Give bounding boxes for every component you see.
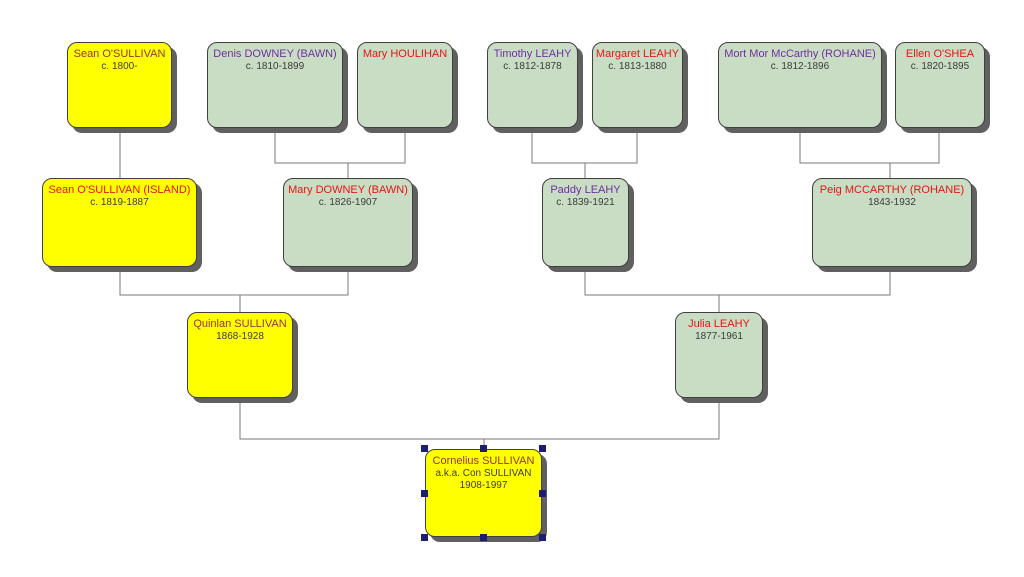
person-name: Ellen O'SHEA (905, 48, 975, 60)
person-name: Margaret LEAHY (595, 48, 680, 60)
person-box-paddy-leahy[interactable]: Paddy LEAHY c. 1839-1921 (542, 178, 629, 267)
selection-handle-top-left[interactable] (421, 445, 428, 452)
person-name: Denis DOWNEY (BAWN) (213, 48, 337, 60)
person-dates: c. 1812-1896 (770, 61, 830, 72)
person-box-mort-mor-mccarthy-rohane[interactable]: Mort Mor McCarthy (ROHANE) c. 1812-1896 (718, 42, 882, 128)
person-name: Sean O'SULLIVAN (73, 48, 166, 60)
person-box-mary-houlihan[interactable]: Mary HOULIHAN (357, 42, 453, 128)
person-name: Mort Mor McCarthy (ROHANE) (724, 48, 876, 60)
person-dates: c. 1839-1921 (556, 197, 615, 208)
person-name: Peig MCCARTHY (ROHANE) (819, 184, 965, 196)
person-name: Quinlan SULLIVAN (193, 318, 287, 330)
person-name: Sean O'SULLIVAN (ISLAND) (48, 184, 191, 196)
person-name: Mary HOULIHAN (362, 48, 448, 60)
person-name: Paddy LEAHY (550, 184, 621, 196)
person-dates: c. 1800- (101, 61, 138, 72)
selection-handle-top-right[interactable] (539, 445, 546, 452)
person-box-margaret-leahy[interactable]: Margaret LEAHY c. 1813-1880 (592, 42, 683, 128)
person-dates: c. 1820-1895 (910, 61, 970, 72)
person-dates: 1868-1928 (216, 331, 264, 342)
person-dates: 1843-1932 (868, 197, 916, 208)
person-dates: 1908-1997 (459, 480, 508, 491)
selection-handle-top-center[interactable] (480, 445, 487, 452)
person-dates: c. 1826-1907 (318, 197, 378, 208)
person-name: Julia LEAHY (688, 318, 750, 330)
person-box-julia-leahy[interactable]: Julia LEAHY 1877-1961 (675, 312, 763, 398)
person-box-sean-osullivan-island[interactable]: Sean O'SULLIVAN (ISLAND) c. 1819-1887 (42, 178, 197, 267)
person-dates: c. 1813-1880 (608, 61, 667, 72)
person-dates: 1877-1961 (695, 331, 743, 342)
selection-handle-middle-right[interactable] (539, 490, 546, 497)
person-box-peig-mccarthy-rohane[interactable]: Peig MCCARTHY (ROHANE) 1843-1932 (812, 178, 972, 267)
person-box-denis-downey-bawn[interactable]: Denis DOWNEY (BAWN) c. 1810-1899 (207, 42, 343, 128)
person-name: Timothy LEAHY (493, 48, 572, 60)
person-box-quinlan-sullivan[interactable]: Quinlan SULLIVAN 1868-1928 (187, 312, 293, 398)
person-dates: c. 1819-1887 (90, 197, 149, 208)
person-box-sean-osullivan[interactable]: Sean O'SULLIVAN c. 1800- (67, 42, 172, 128)
selection-handle-middle-left[interactable] (421, 490, 428, 497)
person-dates: c. 1810-1899 (245, 61, 305, 72)
person-dates: c. 1812-1878 (503, 61, 562, 72)
person-name: Mary DOWNEY (BAWN) (288, 184, 408, 196)
selection-handle-bottom-left[interactable] (421, 534, 428, 541)
selection-handle-bottom-center[interactable] (480, 534, 487, 541)
person-box-mary-downey-bawn[interactable]: Mary DOWNEY (BAWN) c. 1826-1907 (283, 178, 413, 267)
person-aka: a.k.a. Con SULLIVAN (435, 468, 532, 479)
selection-handle-bottom-right[interactable] (539, 534, 546, 541)
person-box-timothy-leahy[interactable]: Timothy LEAHY c. 1812-1878 (487, 42, 578, 128)
person-box-cornelius-sullivan[interactable]: Cornelius SULLIVAN a.k.a. Con SULLIVAN 1… (425, 449, 542, 537)
person-name: Cornelius SULLIVAN (432, 455, 535, 467)
person-box-ellen-oshea[interactable]: Ellen O'SHEA c. 1820-1895 (895, 42, 985, 128)
